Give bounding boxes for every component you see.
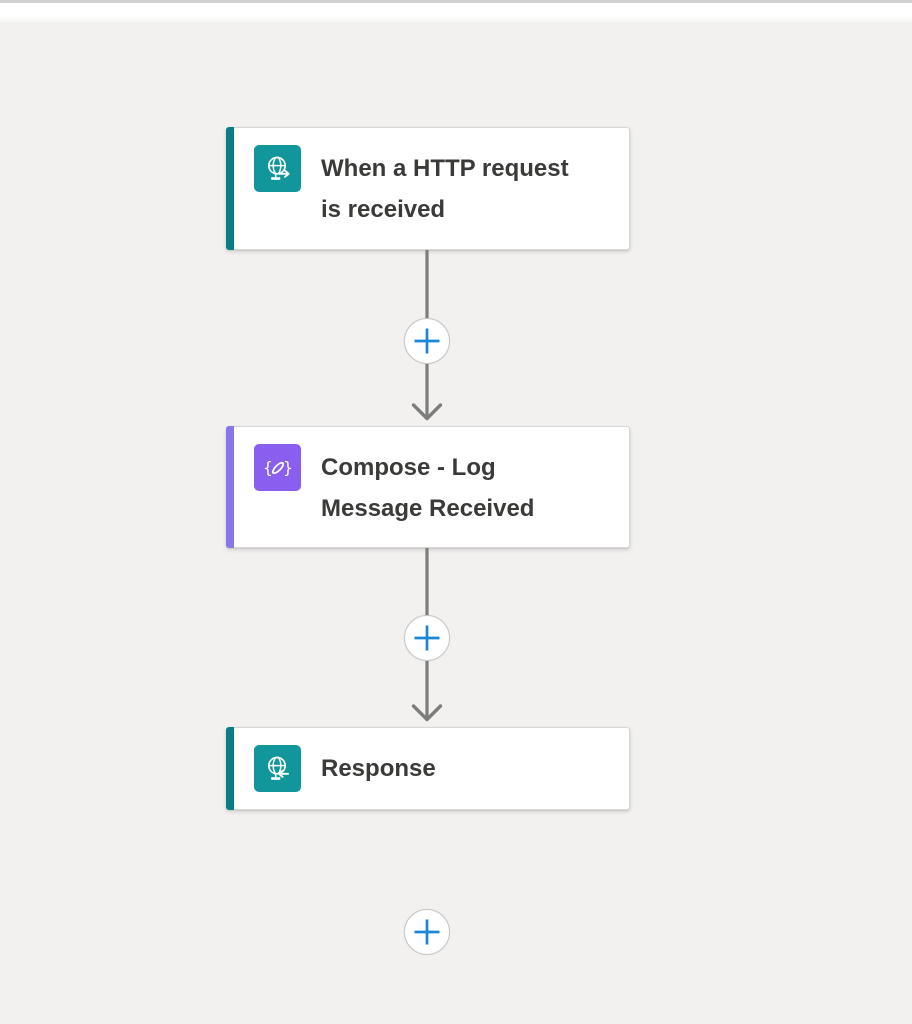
http-request-icon: [254, 145, 301, 192]
plus-icon: [414, 625, 440, 651]
new-step-button[interactable]: [404, 909, 450, 955]
action-card-compose[interactable]: { } Compose - Log Message Received: [226, 426, 630, 548]
plus-icon: [414, 919, 440, 945]
trigger-title: When a HTTP request is received: [321, 155, 569, 223]
plus-icon: [414, 328, 440, 354]
svg-text:}: }: [283, 458, 293, 477]
compose-icon: { }: [254, 444, 301, 491]
compose-accent-stripe: [226, 426, 234, 548]
response-title: Response: [321, 755, 436, 782]
compose-title: Compose - Log Message Received: [321, 454, 535, 522]
action-card-response[interactable]: Response: [226, 727, 630, 810]
window-top-border: [0, 0, 912, 3]
insert-step-button-2[interactable]: [404, 615, 450, 661]
trigger-accent-stripe: [226, 127, 234, 250]
http-response-icon: [254, 745, 301, 792]
svg-text:{: {: [262, 458, 272, 477]
header-strip: [0, 3, 912, 22]
trigger-card-http-request[interactable]: When a HTTP request is received: [226, 127, 630, 250]
response-accent-stripe: [226, 727, 234, 810]
workflow-canvas[interactable]: When a HTTP request is received {: [0, 22, 912, 1024]
insert-step-button-1[interactable]: [404, 318, 450, 364]
